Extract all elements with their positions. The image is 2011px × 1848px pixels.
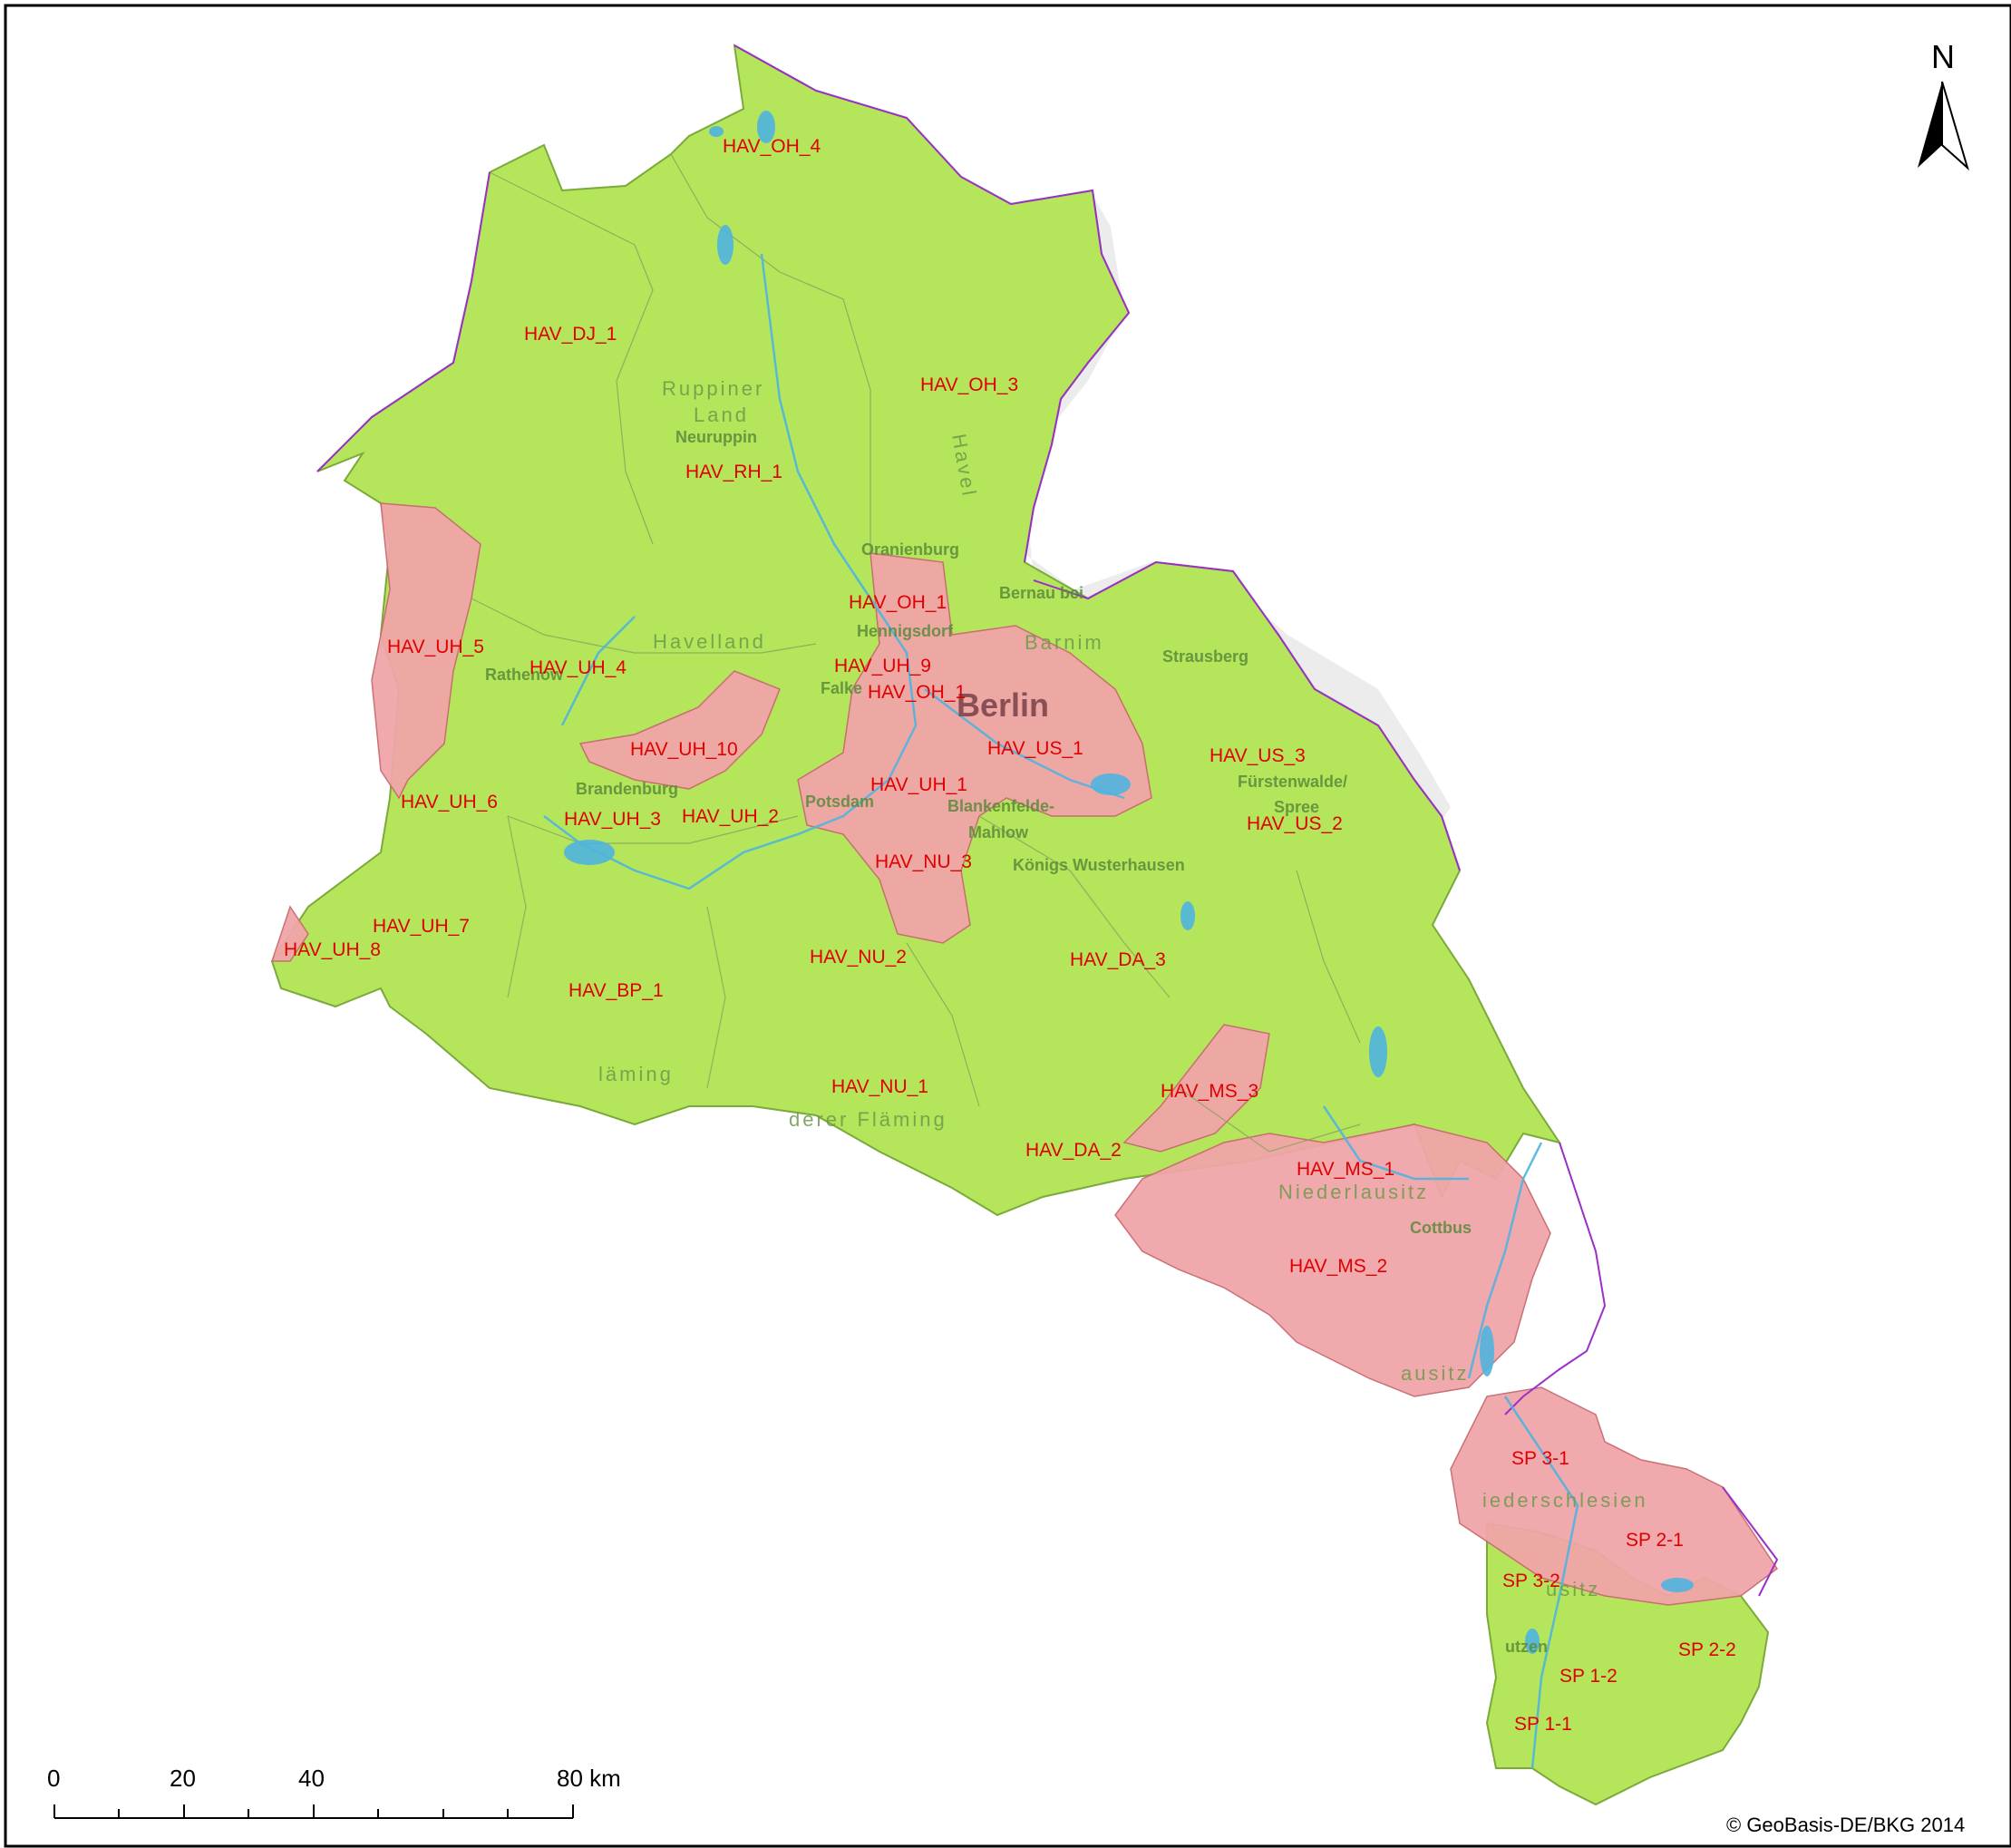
north-arrow-icon	[1918, 81, 1969, 171]
landscape-label: Havelland	[653, 630, 766, 653]
region-label: HAV_UH_4	[529, 657, 627, 678]
north-arrow: N	[1918, 38, 1969, 171]
scale-label: 40	[298, 1765, 325, 1792]
state-border	[316, 44, 1779, 1597]
place-label: Brandenburg	[576, 780, 678, 798]
place-label: Rathenow	[485, 666, 564, 684]
place-label: Neuruppin	[675, 428, 757, 446]
landscape-label: Barnim	[1025, 631, 1104, 654]
place-label: Spree	[1274, 798, 1319, 816]
region-label: HAV_NU_2	[810, 947, 907, 968]
region-label: HAV_DA_2	[1025, 1140, 1122, 1161]
scale-label: 20	[170, 1765, 196, 1792]
north-label: N	[1931, 38, 1955, 75]
landscape-label: usitz	[1546, 1578, 1600, 1600]
region-label: HAV_UH_2	[682, 806, 779, 827]
region-label: HAV_UH_9	[834, 656, 931, 676]
landscape-label: Land	[694, 404, 749, 426]
landscape-label: derer Fläming	[789, 1108, 947, 1131]
region-label: HAV_OH_3	[920, 374, 1018, 395]
scale-label: 80 km	[557, 1765, 621, 1792]
region-label: SP 3-2	[1502, 1571, 1560, 1591]
place-label: Bernau bei	[999, 584, 1083, 602]
region-label: HAV_MS_3	[1161, 1081, 1258, 1102]
copyright-credit: © GeoBasis-DE/BKG 2014	[1726, 1814, 1965, 1836]
place-label: Oranienburg	[861, 540, 959, 559]
place-label: Fürstenwalde/	[1238, 773, 1347, 791]
place-label: Strausberg	[1162, 647, 1248, 666]
landscape-label: ausitz	[1401, 1362, 1469, 1385]
landscape-label: Ruppiner	[662, 377, 764, 400]
region-label: HAV_DA_3	[1070, 949, 1166, 970]
scale-label: 0	[47, 1765, 60, 1792]
region-label: HAV_UH_3	[564, 809, 661, 830]
region-label: HAV_MS_1	[1297, 1159, 1394, 1180]
place-label: Potsdam	[805, 793, 874, 811]
region-label: HAV_US_2	[1247, 813, 1343, 834]
place-label: Königs Wusterhausen	[1013, 856, 1185, 874]
subbasin-boundaries	[471, 153, 1361, 1153]
affected-areas	[270, 502, 1779, 1606]
region-label: HAV_OH_1	[849, 592, 947, 613]
region-label: HAV_UH_5	[387, 637, 484, 657]
region-label: HAV_UH_1	[870, 774, 967, 795]
region-label: HAV_DJ_1	[524, 324, 617, 345]
region-label: HAV_RH_1	[685, 462, 782, 482]
region-label: HAV_OH_1	[868, 682, 966, 703]
region-label: HAV_UH_7	[373, 916, 470, 937]
region-label: HAV_UH_6	[401, 792, 498, 812]
region-label: HAV_OH_4	[723, 136, 821, 157]
region-label: SP 1-2	[1559, 1666, 1618, 1687]
place-label: Falke	[821, 679, 862, 697]
place-label: utzen	[1505, 1638, 1548, 1656]
neighbor-terrain	[1002, 195, 1451, 834]
scale-bar: 0 20 40 80 km	[47, 1765, 621, 1819]
region-label: HAV_UH_8	[284, 939, 381, 960]
region-label: HAV_BP_1	[568, 980, 664, 1001]
region-label: HAV_MS_2	[1289, 1256, 1387, 1277]
region-label: HAV_NU_3	[875, 851, 972, 872]
region-label: HAV_NU_1	[831, 1076, 928, 1097]
region-labels: HAV_OH_4 HAV_DJ_1 HAV_OH_3 HAV_RH_1 HAV_…	[284, 136, 1736, 1735]
region-label: SP 1-1	[1514, 1714, 1572, 1735]
region-label: SP 2-2	[1678, 1639, 1736, 1660]
region-label: SP 3-1	[1511, 1448, 1569, 1469]
region-label: HAV_UH_10	[630, 739, 738, 760]
capital-label: Berlin	[957, 686, 1049, 724]
region-label: SP 2-1	[1626, 1530, 1684, 1551]
place-label: Hennigsdorf	[857, 622, 954, 640]
place-label: Blankenfelde-	[947, 797, 1054, 815]
landscape-label: läming	[598, 1063, 674, 1085]
region-label: HAV_US_3	[1210, 745, 1306, 766]
landscape-label: iederschlesien	[1482, 1489, 1648, 1512]
map-border	[4, 4, 2011, 1848]
lakes	[564, 111, 1694, 1654]
region-label: HAV_US_1	[987, 738, 1083, 759]
landscape-label: Niederlausitz	[1278, 1181, 1429, 1203]
place-label: Cottbus	[1410, 1219, 1472, 1237]
place-label: Mahlow	[968, 823, 1029, 841]
